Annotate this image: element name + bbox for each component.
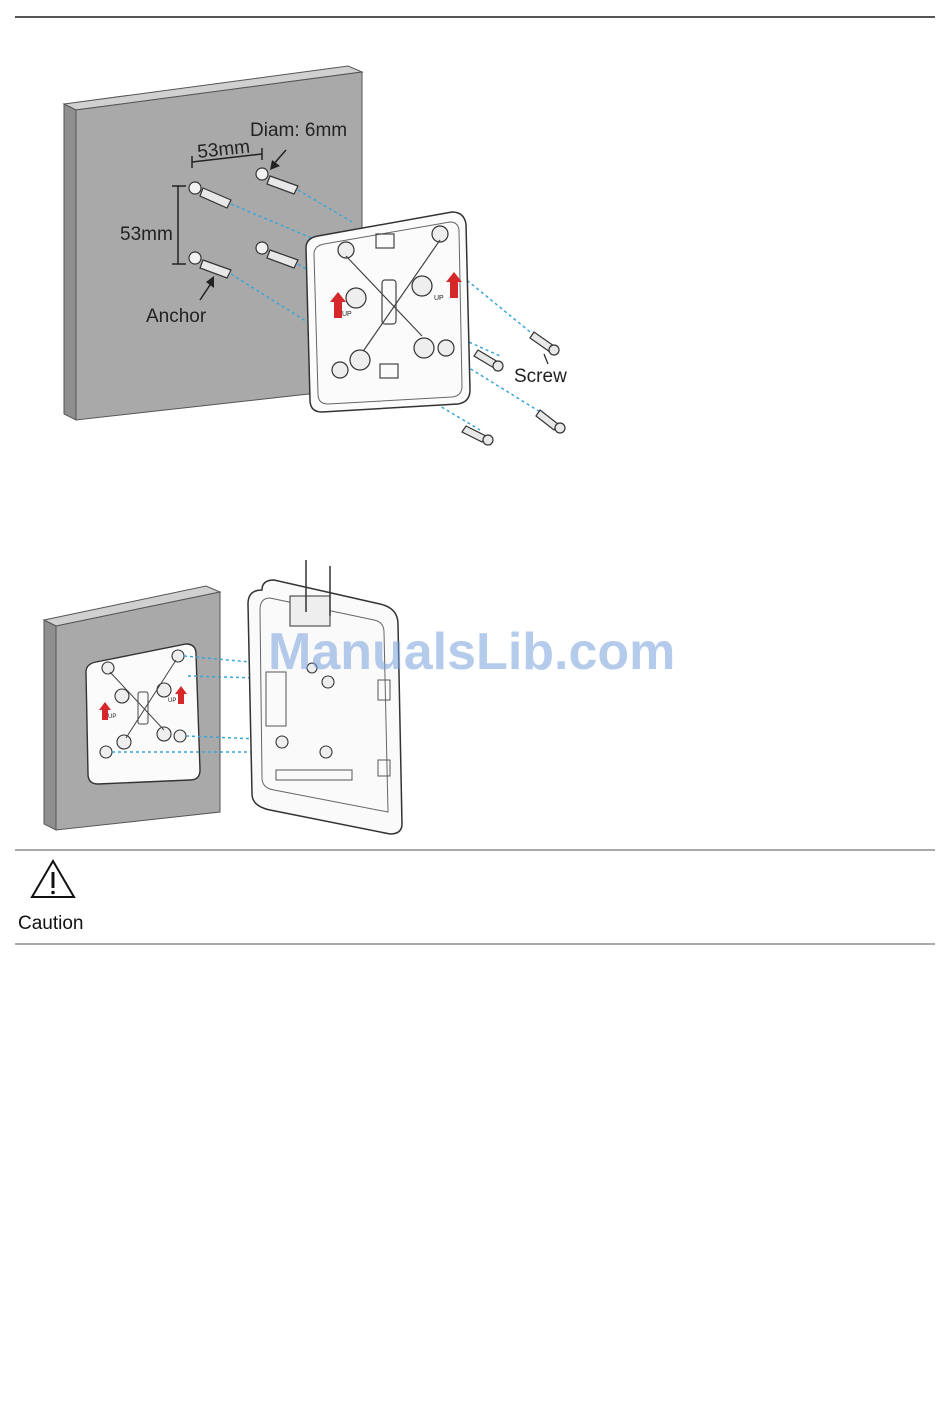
caution-label: Caution	[18, 913, 84, 935]
up-mark-left: UP	[108, 714, 116, 720]
caution-block: Caution	[15, 858, 95, 938]
watermark: ManualsLib.com	[268, 622, 675, 682]
caution-bottom-rule	[15, 943, 935, 945]
access-point-device	[248, 560, 402, 834]
device-attach-diagram: UP UP	[0, 0, 950, 850]
warning-triangle-icon	[29, 858, 77, 900]
up-mark-right: UP	[168, 698, 176, 704]
caution-top-rule	[15, 849, 935, 851]
